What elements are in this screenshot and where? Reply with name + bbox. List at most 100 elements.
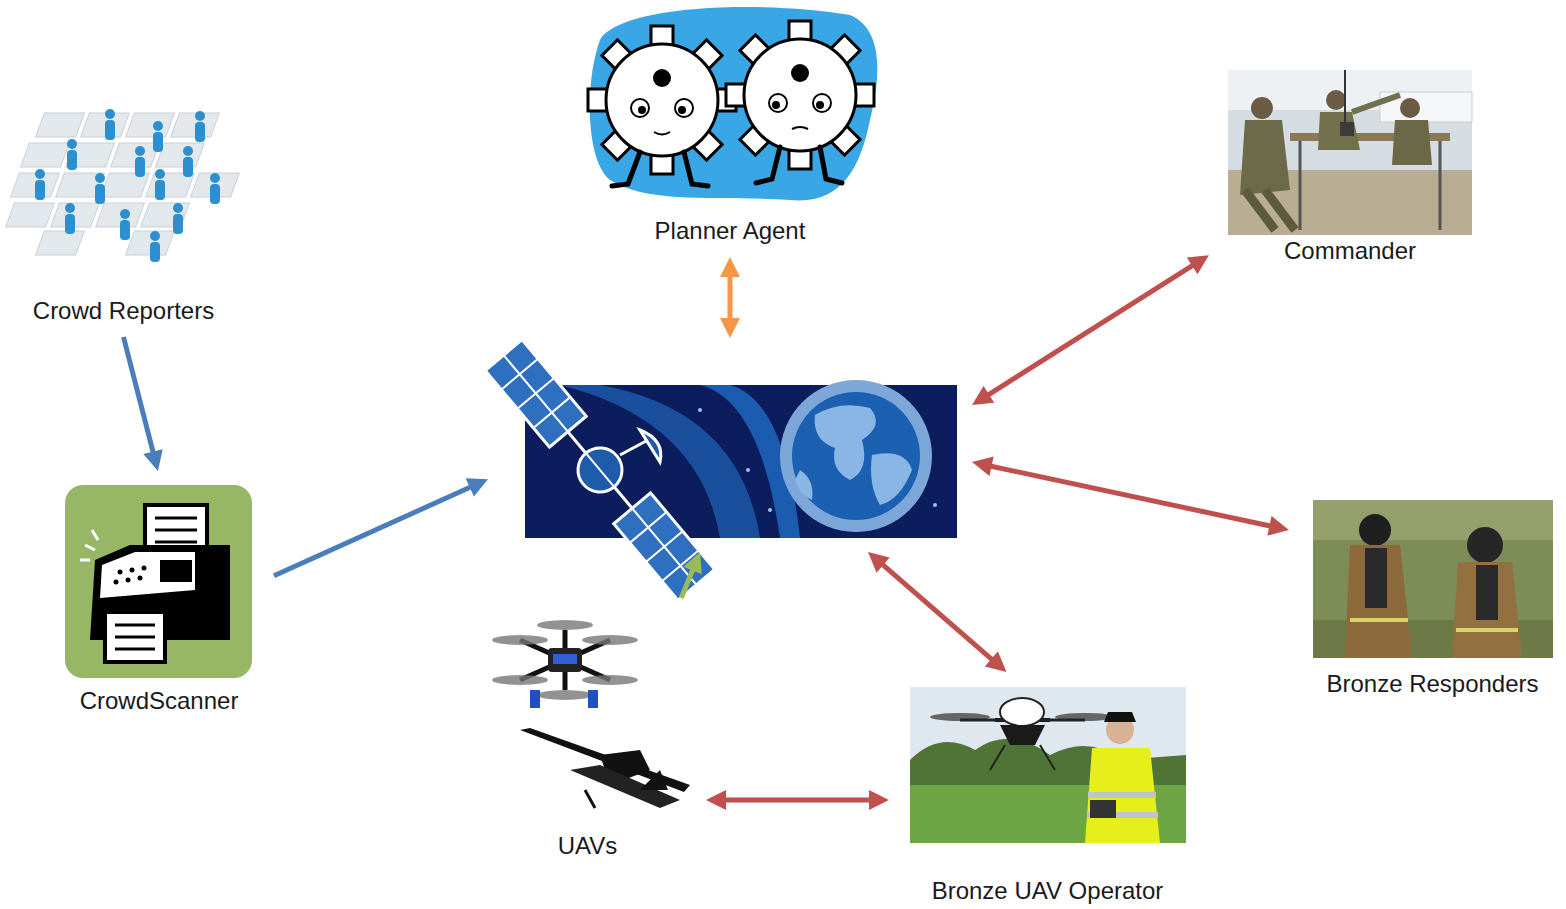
illustration-part — [96, 203, 145, 227]
arrow-head — [720, 257, 740, 277]
illustration-part — [1467, 527, 1503, 563]
illustration-part — [816, 101, 824, 109]
illustration-part — [155, 169, 165, 200]
illustration-part — [105, 612, 165, 662]
illustration-part — [210, 173, 220, 204]
illustration-part — [1439, 141, 1442, 230]
planner-illustration — [588, 7, 877, 200]
illustration-part — [67, 139, 77, 170]
illustration-part — [100, 552, 195, 598]
illustration-part — [105, 109, 115, 140]
arrow-head — [683, 552, 702, 574]
illustration-part — [1392, 120, 1432, 165]
illustration-part — [1456, 628, 1518, 632]
illustration-part — [653, 69, 671, 87]
illustration-part — [115, 624, 155, 627]
illustration-part — [80, 530, 98, 560]
connector — [720, 257, 740, 338]
illustration-part — [1000, 725, 1045, 745]
illustration-part — [1365, 548, 1387, 608]
icon-node: Bronze Responders — [1301, 498, 1564, 698]
arrow-head — [985, 651, 1007, 672]
illustration-part — [569, 439, 631, 501]
illustration-part — [1326, 90, 1346, 110]
illustration-part — [150, 231, 160, 262]
illustration-part — [698, 408, 702, 412]
illustration-part — [120, 209, 130, 240]
icon-node: Bronze UAV Operator — [901, 684, 1194, 905]
connector — [681, 552, 702, 598]
illustration-part — [95, 173, 105, 204]
illustration-part — [160, 560, 192, 582]
illustration-part — [568, 432, 632, 509]
node-label: Commander — [1221, 237, 1479, 265]
crowdscanner-icon — [65, 485, 252, 678]
connector-line — [124, 337, 154, 456]
illustration-part — [585, 790, 595, 808]
icon-node: CrowdScanner — [56, 483, 262, 715]
illustration-part — [780, 380, 932, 532]
illustration-part — [1476, 565, 1498, 620]
illustration-part — [1251, 97, 1273, 119]
illustration-part — [791, 64, 809, 82]
illustration-part — [21, 143, 70, 167]
responders-photo — [1313, 500, 1553, 658]
operator-photo — [910, 687, 1186, 843]
illustration-part — [606, 44, 718, 156]
icon-node: Planner Agent — [581, 38, 879, 245]
arrow-head — [869, 790, 889, 810]
illustration-part — [570, 765, 680, 808]
illustration-part — [65, 203, 75, 234]
illustration-part — [130, 568, 135, 573]
illustration-part — [612, 152, 708, 186]
illustration-part — [126, 113, 175, 137]
arrow-head — [972, 457, 994, 477]
arrow-head — [466, 478, 488, 496]
connector — [706, 790, 889, 810]
illustration-part — [582, 635, 638, 645]
illustration-part — [586, 453, 614, 487]
illustration-part — [138, 576, 143, 581]
illustration-part — [36, 231, 85, 255]
illustration-part — [155, 541, 197, 544]
connector — [124, 337, 163, 471]
arrow-head — [143, 449, 162, 471]
icon-node: Commander — [1221, 68, 1479, 265]
illustration-part — [36, 113, 85, 137]
node-label: UAVs — [481, 832, 694, 860]
crowd-illustration — [6, 109, 240, 262]
arrow-head — [972, 386, 994, 405]
illustration-part — [756, 147, 842, 183]
icon-node: UAVs — [481, 610, 694, 860]
illustration-part — [1104, 712, 1136, 722]
illustration-part — [492, 675, 548, 685]
illustration-part — [795, 470, 813, 500]
connector — [972, 255, 1209, 405]
illustration-part — [6, 203, 55, 227]
illustration-part — [1000, 698, 1044, 726]
illustration-part — [1088, 792, 1156, 798]
illustration-part — [114, 580, 119, 585]
arrow-head — [1187, 255, 1209, 274]
illustration-part — [910, 687, 1186, 843]
illustration-part — [126, 578, 131, 583]
illustration-part — [1352, 95, 1400, 112]
illustration-part — [620, 440, 648, 455]
illustration-part — [530, 690, 540, 708]
illustration-part — [173, 203, 183, 234]
illustration-part — [614, 493, 715, 600]
illustration-part — [553, 654, 577, 664]
illustration-part — [815, 405, 876, 480]
connector — [868, 552, 1006, 672]
icon-node: Crowd Reporters — [2, 100, 245, 325]
illustration-part — [1318, 112, 1360, 150]
illustration-part — [632, 508, 696, 585]
satellite-globe-image — [485, 340, 957, 601]
illustration-part — [65, 485, 252, 678]
connector-line — [988, 465, 1274, 526]
illustration-part — [195, 111, 205, 142]
illustration-part — [153, 121, 163, 152]
illustration-part — [768, 508, 772, 512]
